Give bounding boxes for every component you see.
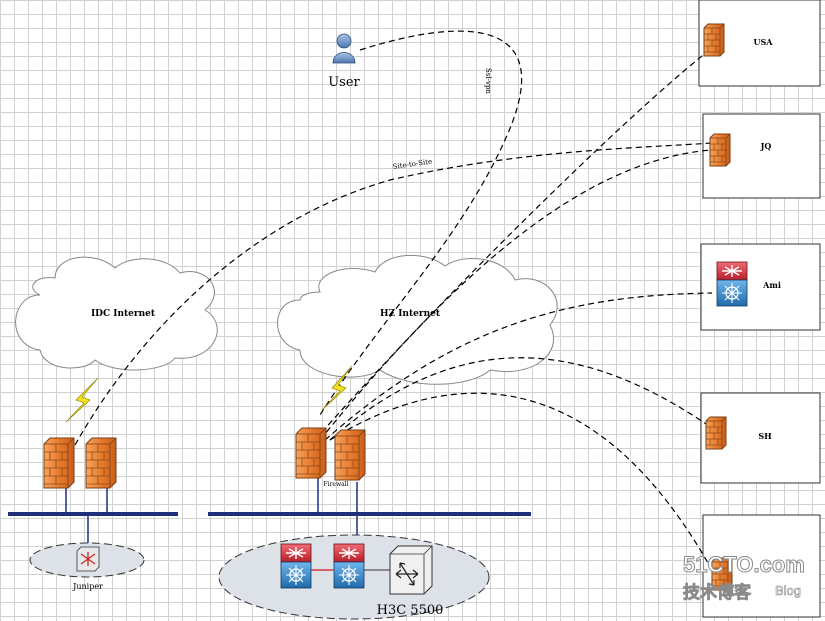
- h3c-router-icon: [389, 545, 433, 595]
- firewall-label: Firewall: [323, 481, 348, 488]
- sh-label: SH: [758, 431, 772, 441]
- site-to-site-label: Site-to-Site: [392, 158, 432, 171]
- watermark-domain: 51CTO.com: [683, 552, 805, 577]
- usa-label: USA: [754, 37, 774, 47]
- watermark-blog: Blog: [775, 583, 801, 598]
- core-switch-2-icon: [333, 543, 365, 589]
- watermark-tagline: 技术博客: [683, 582, 752, 603]
- idc-internet-cloud: [15, 256, 218, 371]
- h3c-label: H3C 5500: [377, 603, 444, 618]
- hz-firewall-1-icon: [295, 427, 327, 479]
- usa-firewall-icon: [703, 23, 725, 57]
- ssl-vpn-label: Ssl-vpn: [484, 68, 492, 94]
- idc-firewall-1-icon: [43, 437, 75, 489]
- idc-firewall-2-icon: [85, 437, 117, 489]
- core-switch-1-icon: [280, 543, 312, 589]
- jq-firewall-icon: [709, 133, 731, 167]
- juniper-switch-icon: [76, 546, 100, 572]
- hz-internet-label: HZ Internet: [380, 309, 441, 319]
- watermark: 51CTO.com 技术博客 Blog: [683, 552, 806, 604]
- hz-lightning-icon: [321, 365, 353, 411]
- idc-lightning-icon: [65, 377, 99, 423]
- idc-internet-label: IDC Internet: [91, 309, 156, 319]
- jq-label: JQ: [760, 141, 772, 151]
- sh-firewall-icon: [705, 416, 727, 450]
- user-label: User: [328, 75, 360, 90]
- hz-firewall-2-icon: [334, 429, 366, 481]
- ami-label: Ami: [762, 280, 781, 290]
- user-icon: [332, 33, 356, 64]
- ami-switch-icon: [716, 261, 748, 307]
- juniper-label: Juniper: [72, 582, 103, 591]
- vpn-links: [74, 30, 713, 571]
- hz-internet-cloud: [277, 254, 558, 385]
